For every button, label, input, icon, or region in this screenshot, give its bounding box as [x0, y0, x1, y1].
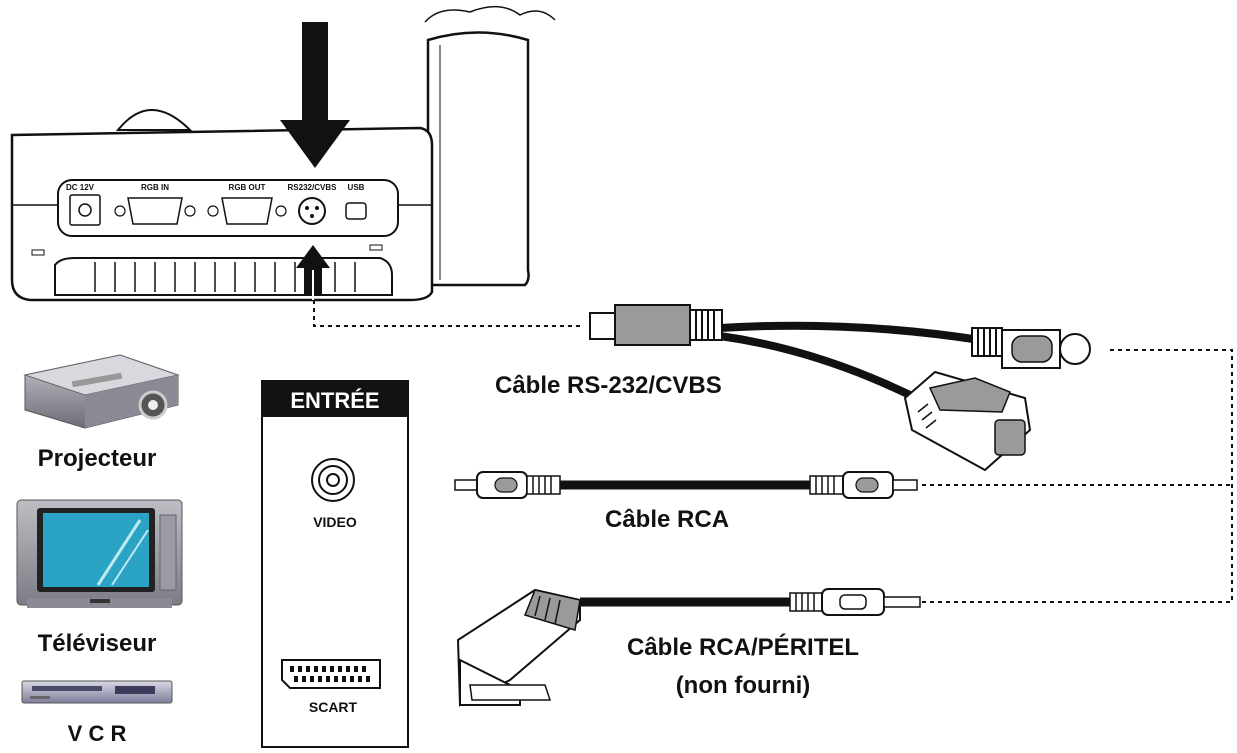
scart-socket-label: SCART — [309, 699, 358, 715]
rca-right-grip — [855, 477, 879, 493]
input-panel-header — [262, 381, 408, 417]
rca-right-tip — [892, 479, 918, 491]
rs232-pin — [310, 214, 314, 218]
body-slot — [31, 249, 45, 256]
grille-lines — [94, 262, 356, 292]
tv-screen-glare — [111, 529, 149, 586]
arm-top-curve — [424, 6, 556, 23]
mini-din-tip — [589, 312, 619, 340]
projector-front — [85, 375, 178, 428]
dotted-link-right — [922, 349, 1233, 603]
scart-cable — [456, 588, 921, 707]
scart-rca-strain — [789, 592, 823, 612]
vcr-button-strip — [30, 696, 50, 699]
tv-label: Téléviseur — [38, 630, 157, 657]
rgb-out-screw-right — [275, 205, 287, 217]
rgb-in-screw-right — [184, 205, 196, 217]
dc-port-hole — [78, 203, 92, 217]
scart-socket-pins — [290, 666, 370, 682]
projector-lens-glass — [148, 400, 158, 410]
rs232-cable-wire-top — [719, 321, 981, 344]
rca-right-strain — [809, 475, 844, 495]
camera-arm — [426, 31, 530, 287]
mini-din-body — [614, 304, 691, 346]
rca-cable — [454, 471, 918, 499]
scart-socket-icon — [281, 659, 381, 689]
vcr-label: V C R — [68, 721, 127, 746]
port-label-usb: USB — [348, 183, 365, 192]
port-label-dc: DC 12V — [66, 183, 95, 192]
camera-dome — [115, 109, 193, 131]
vcr-display — [115, 686, 155, 694]
dotted-link-camera — [313, 300, 580, 327]
rs232-cable-wire-bottom — [719, 332, 922, 404]
vcr-icon — [21, 680, 173, 704]
rs232-port — [298, 197, 326, 225]
projector-label: Projecteur — [38, 445, 157, 472]
vga-plug — [903, 370, 1032, 472]
rca-cable-label: Câble RCA — [605, 506, 729, 533]
scart-cable-label: Câble RCA/PÉRITEL — [627, 633, 859, 661]
rca-left-strain — [526, 475, 561, 495]
port-label-rgb-in: RGB IN — [141, 183, 169, 192]
tv-screen — [43, 513, 149, 587]
usb-port — [345, 202, 367, 220]
rgb-in-screw-left — [114, 205, 126, 217]
mini-din-strain — [689, 309, 723, 341]
scart-cable-note: (non fourni) — [676, 672, 811, 699]
insert-arrow — [280, 22, 350, 168]
rca-left-tip — [454, 479, 478, 491]
scart-strain — [523, 589, 581, 631]
base-grille — [54, 257, 393, 296]
body-slot — [369, 244, 383, 251]
rgb-in-port — [127, 197, 183, 225]
tv-screen-glare — [96, 519, 142, 586]
port-label-rgb-out: RGB OUT — [229, 183, 266, 192]
document-camera: DC 12V RGB IN RGB OUT RS232/CVBS USB — [10, 6, 556, 302]
rgb-out-port — [221, 197, 273, 225]
cvbs-plug — [971, 327, 1091, 369]
video-jack-center — [326, 473, 340, 487]
input-panel: ENTRÉE VIDEO SCART — [261, 380, 409, 748]
scart-rca-tip — [883, 596, 921, 608]
rs232-cable-label: Câble RS-232/CVBS — [495, 372, 722, 399]
vcr-tape-slot — [32, 686, 102, 691]
scart-plug-pins — [469, 684, 552, 701]
tv-side-panel — [159, 514, 177, 591]
rs232-pin — [305, 206, 309, 210]
rgb-out-screw-left — [207, 205, 219, 217]
projector-vent — [71, 372, 123, 388]
rca-left-grip — [494, 477, 518, 493]
video-jack-label: VIDEO — [313, 514, 357, 530]
tv-icon — [16, 499, 183, 608]
tv-logo — [90, 599, 110, 603]
input-panel-title: ENTRÉE — [290, 388, 379, 413]
scart-rca-grip — [839, 594, 867, 610]
rs232-pin — [315, 206, 319, 210]
input-panel-frame — [261, 380, 409, 748]
rs232-cable — [589, 304, 1091, 472]
port-label-rs232: RS232/CVBS — [288, 183, 338, 192]
projector-icon — [23, 354, 180, 429]
